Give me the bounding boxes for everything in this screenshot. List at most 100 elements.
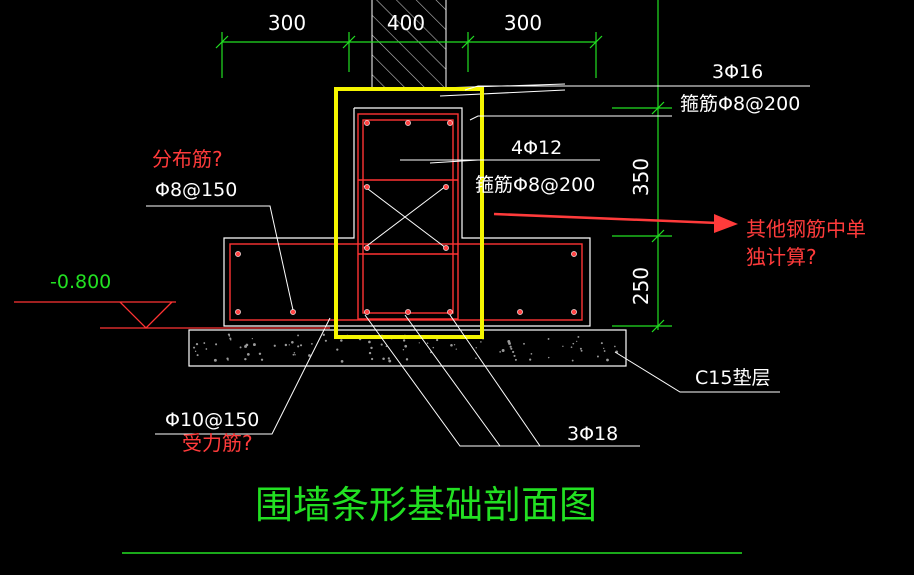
dim-top-right: 300 xyxy=(504,11,542,35)
cushion-speckle xyxy=(311,342,313,345)
label-top-bars: 3Φ16 xyxy=(712,61,763,83)
dim-top-middle: 400 xyxy=(387,11,425,35)
label-main-bars: Φ10@150 xyxy=(165,409,259,431)
rebar-bar xyxy=(447,309,453,315)
cushion-speckle xyxy=(475,347,477,349)
cushion-speckle xyxy=(382,357,385,360)
cushion-speckle xyxy=(596,355,599,358)
cushion-speckle xyxy=(510,347,513,350)
cushion-speckle xyxy=(480,341,482,343)
rebar-bar xyxy=(364,245,370,251)
dim-side-upper: 350 xyxy=(629,158,653,196)
cushion-speckle xyxy=(203,342,206,344)
rebar-bar xyxy=(443,245,449,251)
rebar-bar xyxy=(364,309,370,315)
cushion-speckle xyxy=(260,358,264,361)
cushion-speckle xyxy=(577,335,580,338)
cushion-speckle xyxy=(215,343,218,346)
rebar-bar xyxy=(405,309,411,315)
rebar-bar xyxy=(364,184,370,190)
cushion-speckle xyxy=(547,338,550,340)
cushion-speckle xyxy=(340,339,343,342)
cushion-speckle xyxy=(292,353,295,356)
dim-side-lower: 250 xyxy=(629,267,653,305)
cushion-speckle xyxy=(603,347,605,350)
cushion-speckle xyxy=(336,348,339,351)
cushion-speckle xyxy=(387,357,390,360)
leader-lines xyxy=(146,85,810,447)
cushion-speckle xyxy=(380,343,383,346)
cushion-speckle xyxy=(514,358,517,361)
cushion-speckle xyxy=(418,342,420,344)
cushion-speckle xyxy=(576,340,578,343)
annotation-arrow xyxy=(493,212,738,233)
rebar-bar xyxy=(447,120,453,126)
rebar-bar xyxy=(405,120,411,126)
cross-bracing xyxy=(363,185,447,249)
cushion-speckle xyxy=(547,356,550,359)
rebar-bar xyxy=(517,309,523,315)
cushion-speckle xyxy=(246,353,250,356)
cushion-speckle xyxy=(562,345,564,348)
elevation-label: -0.800 xyxy=(50,271,111,293)
cushion-speckle xyxy=(308,354,311,357)
cushion-speckle xyxy=(402,348,405,351)
cushion-speckle xyxy=(513,354,516,357)
cushion-speckle xyxy=(291,340,294,344)
cushion-speckle xyxy=(273,344,276,347)
cushion-speckle xyxy=(213,358,217,362)
rebar-bar xyxy=(571,309,577,315)
cushion-speckle xyxy=(368,340,371,344)
rebar-bar xyxy=(235,251,241,257)
rebar-bar xyxy=(443,184,449,190)
rebar-bar xyxy=(235,309,241,315)
rebar-bar xyxy=(364,120,370,126)
cushion-speckle xyxy=(288,344,290,346)
label-distribution-bars: Φ8@150 xyxy=(155,179,237,201)
annotation-distribution-question: 分布筋? xyxy=(152,147,223,171)
cushion-speckle xyxy=(251,338,253,340)
label-bottom-bars: 3Φ18 xyxy=(567,423,618,445)
cushion-speckle xyxy=(244,357,247,361)
cushion-speckle xyxy=(571,359,574,362)
highlight-box xyxy=(334,87,484,339)
cushion-speckle xyxy=(368,351,372,355)
cushion-speckle xyxy=(512,350,515,354)
cushion-speckle xyxy=(426,342,429,344)
cushion-speckle xyxy=(453,344,456,346)
cushion-speckle xyxy=(523,342,525,345)
label-top-stirrup: 箍筋Φ8@200 xyxy=(680,93,800,115)
cushion-speckle xyxy=(529,358,532,361)
cushion-speckle xyxy=(293,352,296,354)
cushion-speckle xyxy=(239,346,242,349)
cushion-speckle xyxy=(603,350,606,352)
cushion-speckle xyxy=(371,357,374,361)
cushion-speckle xyxy=(450,343,453,347)
cushion-speckle xyxy=(299,344,303,347)
label-middle-bars: 4Φ12 xyxy=(511,137,562,159)
label-middle-stirrup: 箍筋Φ8@200 xyxy=(475,174,595,196)
annotation-other-rebar-line2: 独计算? xyxy=(746,245,817,269)
cushion-speckle xyxy=(570,346,573,348)
cushion-speckle xyxy=(195,342,199,346)
cushion-speckle xyxy=(196,354,199,357)
cushion-speckle xyxy=(284,343,288,347)
cushion-speckle xyxy=(194,350,197,353)
cushion-speckle xyxy=(252,343,256,347)
rebar-bars xyxy=(235,120,577,315)
cushion-speckle xyxy=(509,345,512,348)
cushion-speckle xyxy=(294,354,296,356)
cushion-speckle xyxy=(455,348,457,350)
cushion-speckle xyxy=(229,337,232,340)
cushion-speckle xyxy=(436,338,439,342)
cushion-speckle xyxy=(322,333,325,336)
footing-outline xyxy=(223,107,591,327)
cushion-speckle xyxy=(245,343,249,347)
cushion-speckle xyxy=(370,346,373,350)
side-dimension xyxy=(612,0,672,333)
cushion-speckle xyxy=(572,342,575,345)
top-dimension xyxy=(215,32,603,78)
cushion-speckle xyxy=(228,335,231,337)
cushion-speckle xyxy=(340,360,344,363)
